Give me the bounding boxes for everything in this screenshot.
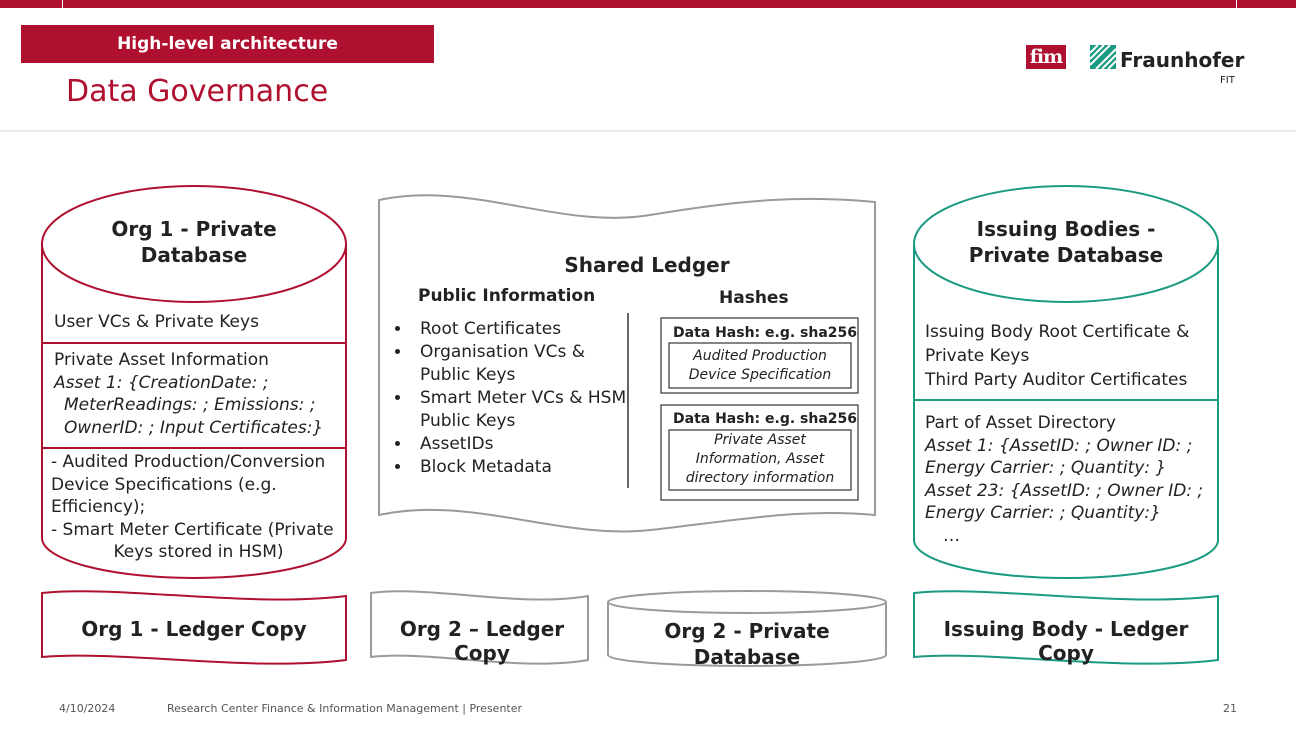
- footer-date: 4/10/2024: [59, 702, 116, 715]
- public-info-item: Smart Meter VCs & HSM Public Keys: [412, 387, 627, 433]
- org2-db-label-line2: Database: [693, 645, 801, 669]
- org1-db-section3: - Audited Production/Conversion Device S…: [51, 451, 346, 564]
- hash2-line: Information, Asset: [695, 451, 825, 467]
- issuing-db-section1-line: Private Keys: [925, 346, 1030, 366]
- issuing-db-title-line1: Issuing Bodies -: [976, 217, 1156, 241]
- top-bar-divider: [1236, 0, 1237, 8]
- hash2-title: Data Hash: e.g. sha256: [673, 411, 858, 427]
- issuing-db-title-line2: Private Database: [968, 243, 1164, 267]
- hash-box-2-inner: [668, 429, 852, 491]
- issuing-database-cylinder: [913, 185, 1219, 579]
- org1-db-section1: User VCs & Private Keys: [54, 312, 259, 332]
- fraunhofer-logo-sub: FIT: [1220, 75, 1235, 86]
- section-banner: High-level architecture: [21, 25, 434, 63]
- org1-db-section2-line: MeterReadings: ; Emissions: ;: [64, 395, 316, 415]
- page-title: Data Governance: [66, 74, 329, 109]
- public-info-item: Block Metadata: [412, 456, 627, 479]
- org1-db-title-line1: Org 1 - Private: [111, 217, 277, 241]
- hash2-content: Private Asset Information, Asset directo…: [669, 431, 851, 488]
- org1-db-section3-line: Device Specifications (e.g.: [51, 474, 277, 495]
- hash2-line: Private Asset: [714, 432, 806, 448]
- org1-db-section2: Private Asset Information Asset 1: {Crea…: [54, 349, 344, 439]
- hash1-content: Audited Production Device Specification: [669, 347, 851, 385]
- public-info-item: Root Certificates: [412, 318, 627, 341]
- fraunhofer-logo-text: Fraunhofer: [1120, 48, 1245, 72]
- public-info-title: Public Information: [418, 286, 596, 306]
- fim-logo: fim: [1026, 45, 1066, 69]
- org2-db-label-line1: Org 2 - Private: [664, 619, 830, 643]
- issuing-db-section1-line: Third Party Auditor Certificates: [925, 370, 1188, 390]
- org2-ledger-copy-label: Org 2 – Ledger Copy: [399, 617, 565, 665]
- issuing-db-section2-line: Energy Carrier: ; Quantity: }: [925, 458, 1167, 478]
- issuing-ledger-copy-shape: [913, 590, 1219, 665]
- issuing-db-section2: Part of Asset Directory Asset 1: {AssetI…: [925, 412, 1215, 547]
- org1-ledger-copy-label: Org 1 - Ledger Copy: [81, 617, 307, 641]
- hash2-line: directory information: [685, 470, 835, 486]
- section-banner-label: High-level architecture: [117, 34, 338, 54]
- top-bar: [0, 0, 1296, 8]
- issuing-db-section2-title: Part of Asset Directory: [925, 413, 1116, 433]
- hash-box-1-inner: [668, 342, 852, 389]
- public-info-list: Root CertificatesOrganisation VCs & Publ…: [392, 318, 627, 479]
- fraunhofer-logo-icon: [1090, 45, 1116, 69]
- hash1-line: Audited Production: [693, 348, 827, 364]
- issuing-db-section2-line: Asset 23: {AssetID: ; Owner ID: ;: [925, 480, 1204, 501]
- issuing-db-section1: Issuing Body Root Certificate & Private …: [925, 320, 1215, 392]
- top-bar-divider: [62, 0, 63, 8]
- issuing-db-section1-line: Issuing Body Root Certificate &: [925, 322, 1190, 342]
- issuing-db-section2-line: Asset 1: {AssetID: ; Owner ID: ;: [925, 435, 1193, 456]
- org1-db-section3-line: Efficiency);: [51, 497, 146, 517]
- org1-db-title: Org 1 - Private Database: [92, 216, 296, 268]
- issuing-db-section2-line: Energy Carrier: ; Quantity:}: [925, 503, 1161, 523]
- hash1-line: Device Specification: [688, 367, 832, 383]
- issuing-db-section2-line: …: [943, 525, 960, 546]
- footer-center: Research Center Finance & Information Ma…: [167, 702, 523, 715]
- footer-page-number: 21: [1223, 702, 1237, 715]
- public-info-item: Organisation VCs & Public Keys: [412, 341, 627, 387]
- org1-ledger-copy-shape: [41, 590, 347, 665]
- fim-logo-text: fim: [1029, 46, 1063, 68]
- org2-db-label: Org 2 - Private Database: [608, 618, 886, 670]
- org1-db-section2-title: Private Asset Information: [54, 350, 269, 370]
- org2-database-shape: [607, 590, 887, 667]
- org2-ledger-copy-shape: [370, 590, 589, 665]
- issuing-ledger-copy-label: Issuing Body - Ledger Copy: [943, 617, 1189, 665]
- org1-db-section3-line: - Smart Meter Certificate (Private: [51, 519, 334, 540]
- shared-ledger-title: Shared Ledger: [564, 253, 730, 277]
- hashes-title: Hashes: [719, 288, 789, 308]
- org1-database-cylinder: [41, 185, 347, 579]
- org1-db-section2-line: OwnerID: ; Input Certificates:}: [64, 417, 324, 438]
- org1-db-title-line2: Database: [140, 243, 248, 267]
- org1-db-section2-line: Asset 1: {CreationDate: ;: [54, 372, 269, 393]
- org1-db-section3-line: Keys stored in HSM): [113, 542, 284, 562]
- header-separator: [0, 130, 1296, 132]
- hash1-title: Data Hash: e.g. sha256: [673, 325, 858, 341]
- org1-db-section3-line: - Audited Production/Conversion: [51, 452, 326, 472]
- issuing-db-title: Issuing Bodies - Private Database: [954, 216, 1178, 268]
- public-info-item: AssetIDs: [412, 433, 627, 456]
